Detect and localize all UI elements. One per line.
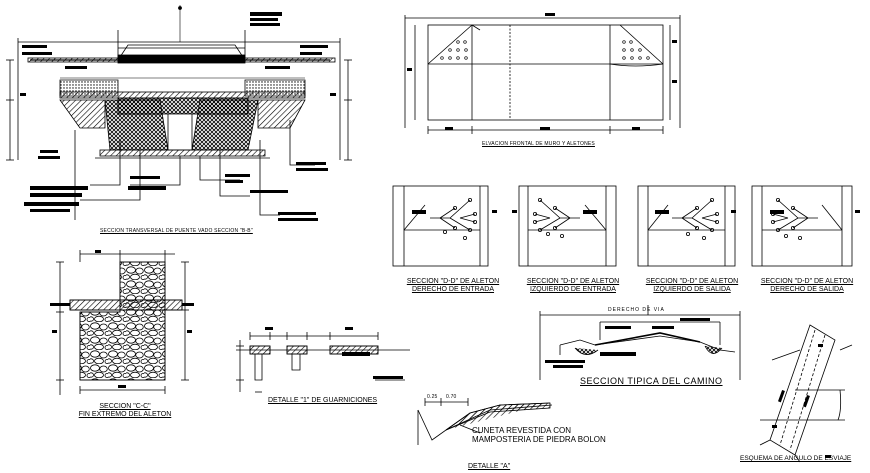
section-cc-tags <box>50 250 194 388</box>
front-elevation-tags <box>407 13 677 130</box>
wing-panel-4-title: SECCION "D-D" DE ALETON DERECHO DE SALID… <box>755 278 859 293</box>
section-cc <box>56 250 189 395</box>
wing-panel-1-line2: DERECHO DE ENTRADA <box>411 286 495 293</box>
wing-panel-1-title: SECCION "D-D" DE ALETON DERECHO DE ENTRA… <box>403 278 503 293</box>
road-section-tags <box>545 318 710 368</box>
wing-panel-3-line1: SECCION "D-D" DE ALETON <box>645 278 739 285</box>
front-elevation-bolts <box>440 40 650 60</box>
curb-detail <box>236 332 410 393</box>
ditch-dim-b: 0.70 <box>446 394 457 400</box>
cross-section-title: SECCION TRANSVERSAL DE PUENTE VADO SECCI… <box>100 228 253 234</box>
road-section-title: SECCION TIPICA DEL CAMINO <box>580 376 723 386</box>
section-cc-line2: FIN EXTREMO DEL ALETON <box>78 411 172 418</box>
wing-section-panel-1 <box>392 185 489 267</box>
detail-a-title: DETALLE "A" <box>468 463 511 470</box>
front-elevation <box>404 15 681 134</box>
skew-scheme-title: ESQUEMA DE ANGULO DE ESVIAJE <box>740 455 852 462</box>
wing-panel-4-line2: DERECHO DE SALIDA <box>770 286 844 293</box>
front-elevation-title: ELVACION FRONTAL DE MURO Y ALETONES <box>482 141 595 147</box>
wing-section-panel-3 <box>637 185 736 267</box>
wing-panel-3-title: SECCION "D-D" DE ALETON IZQUIERDO DE SAL… <box>640 278 744 293</box>
wing-section-panel-2 <box>518 185 617 267</box>
ditch-note-line1: CUNETA REVESTIDA CON <box>472 426 571 435</box>
right-of-way-label: DERECHO DE VIA <box>608 307 665 313</box>
cross-section-bb <box>6 5 352 220</box>
ditch-note-line2: MAMPOSTERIA DE PIEDRA BOLON <box>472 435 606 444</box>
section-cc-line1: SECCION "C-C" <box>99 403 151 410</box>
wing-panel-2-line2: IZQUIERDO DE ENTRADA <box>530 286 616 293</box>
curb-detail-title: DETALLE "1" DE GUARNICIONES <box>268 397 378 404</box>
wing-panel-3-line2: IZQUIERDO DE SALIDA <box>653 286 731 293</box>
curb-detail-tags <box>265 327 403 379</box>
wing-section-panel-4 <box>751 185 853 267</box>
ditch-note: CUNETA REVESTIDA CON MAMPOSTERIA DE PIED… <box>472 426 606 444</box>
wing-panel-1-line1: SECCION "D-D" DE ALETON <box>406 278 500 285</box>
skew-angle-tags <box>772 344 831 458</box>
wing-panel-2-title: SECCION "D-D" DE ALETON IZQUIERDO DE ENT… <box>521 278 625 293</box>
wing-panel-2-line1: SECCION "D-D" DE ALETON <box>526 278 620 285</box>
ditch-dim-a: 0.25 <box>427 394 438 400</box>
ditch-detail <box>417 398 553 445</box>
skew-angle-scheme <box>759 324 853 463</box>
cross-section-callouts <box>20 12 336 221</box>
section-cc-title: SECCION "C-C" FIN EXTREMO DEL ALETON <box>70 403 180 418</box>
typical-road-section <box>539 305 741 380</box>
wing-panel-4-line1: SECCION "D-D" DE ALETON <box>760 278 854 285</box>
